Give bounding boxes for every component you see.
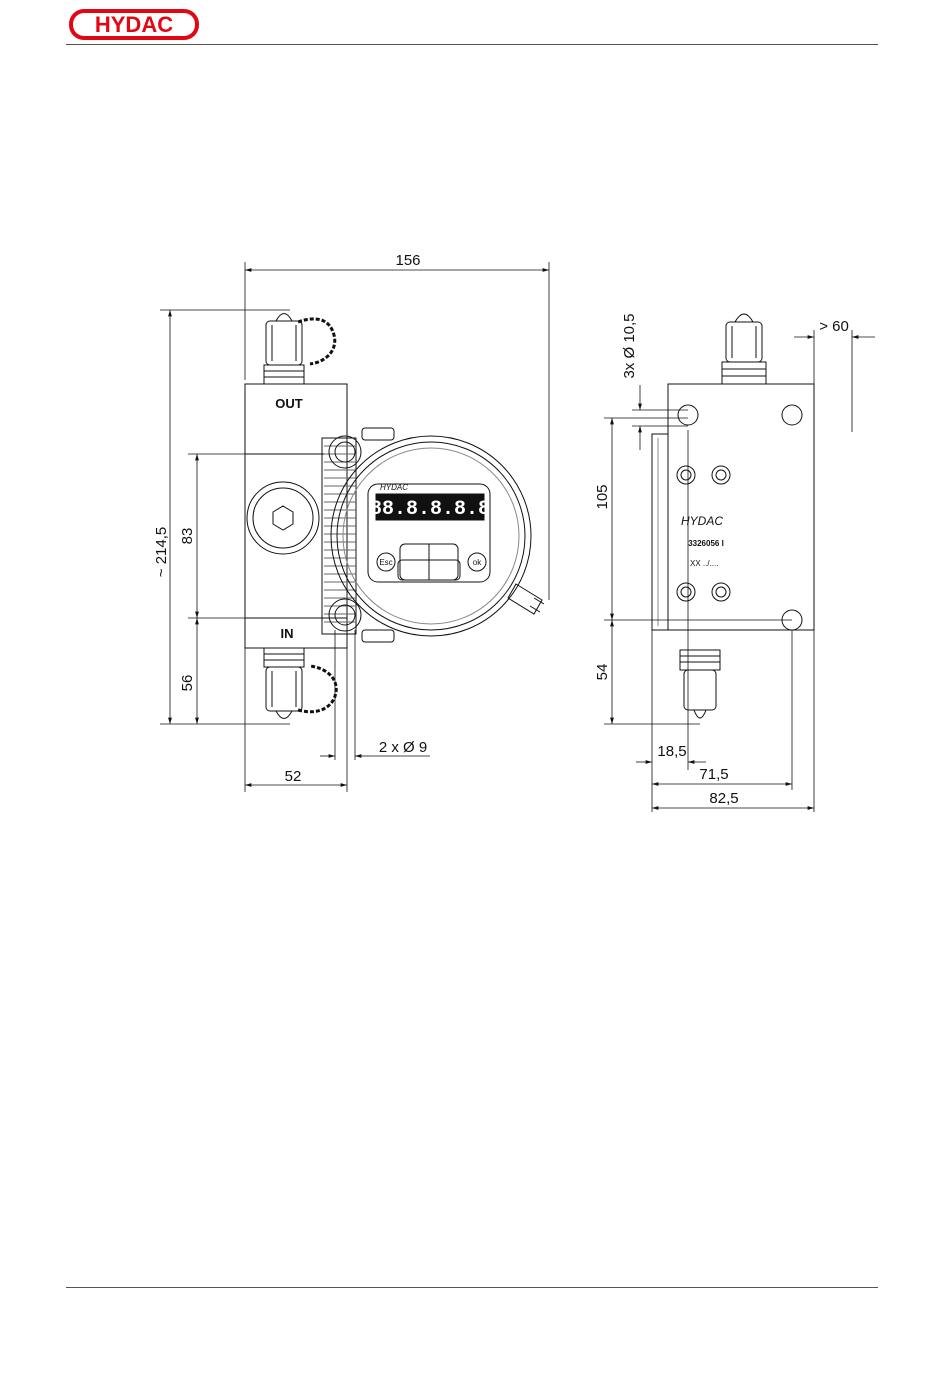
dimension-lines (160, 262, 875, 812)
side-serial-mark: XX ../.... (690, 559, 718, 568)
dim-side-bottom: 54 (594, 664, 611, 681)
dim-offset-1: 18,5 (657, 743, 686, 760)
dim-mount-holes: 2 x Ø 9 (379, 739, 427, 756)
sensor-housing (322, 428, 544, 642)
dim-width-total: 156 (395, 252, 420, 269)
side-top-fitting (722, 314, 766, 384)
plug-outer (247, 482, 319, 554)
side-block (668, 384, 814, 630)
dim-hole-spacing: 105 (594, 484, 611, 509)
top-port-fitting (264, 314, 335, 385)
dim-side-holes: 3x Ø 10,5 (621, 313, 638, 378)
side-bottom-fitting (680, 650, 720, 718)
dim-clearance: > 60 (819, 318, 849, 335)
key-ok[interactable]: ok (473, 558, 482, 567)
dim-height-total: ~ 214,5 (153, 527, 170, 577)
key-esc[interactable]: Esc (379, 558, 392, 567)
bottom-port-fitting (264, 648, 336, 719)
dim-depth-total: 82,5 (709, 790, 738, 807)
display-digits: 88.8.8.8.8 (370, 498, 490, 521)
side-view (652, 314, 814, 718)
valve-block (245, 384, 347, 648)
dim-port-spacing: 83 (179, 528, 196, 545)
side-part-number: 3326056 I (688, 539, 724, 548)
side-brand: HYDAC (681, 514, 723, 528)
dim-bottom-port: 56 (179, 675, 196, 692)
port-in-label: IN (281, 626, 294, 641)
dim-block-width: 52 (285, 768, 302, 785)
display-brand: HYDAC (380, 483, 408, 492)
dim-offset-2: 71,5 (699, 766, 728, 783)
port-out-label: OUT (275, 396, 303, 411)
